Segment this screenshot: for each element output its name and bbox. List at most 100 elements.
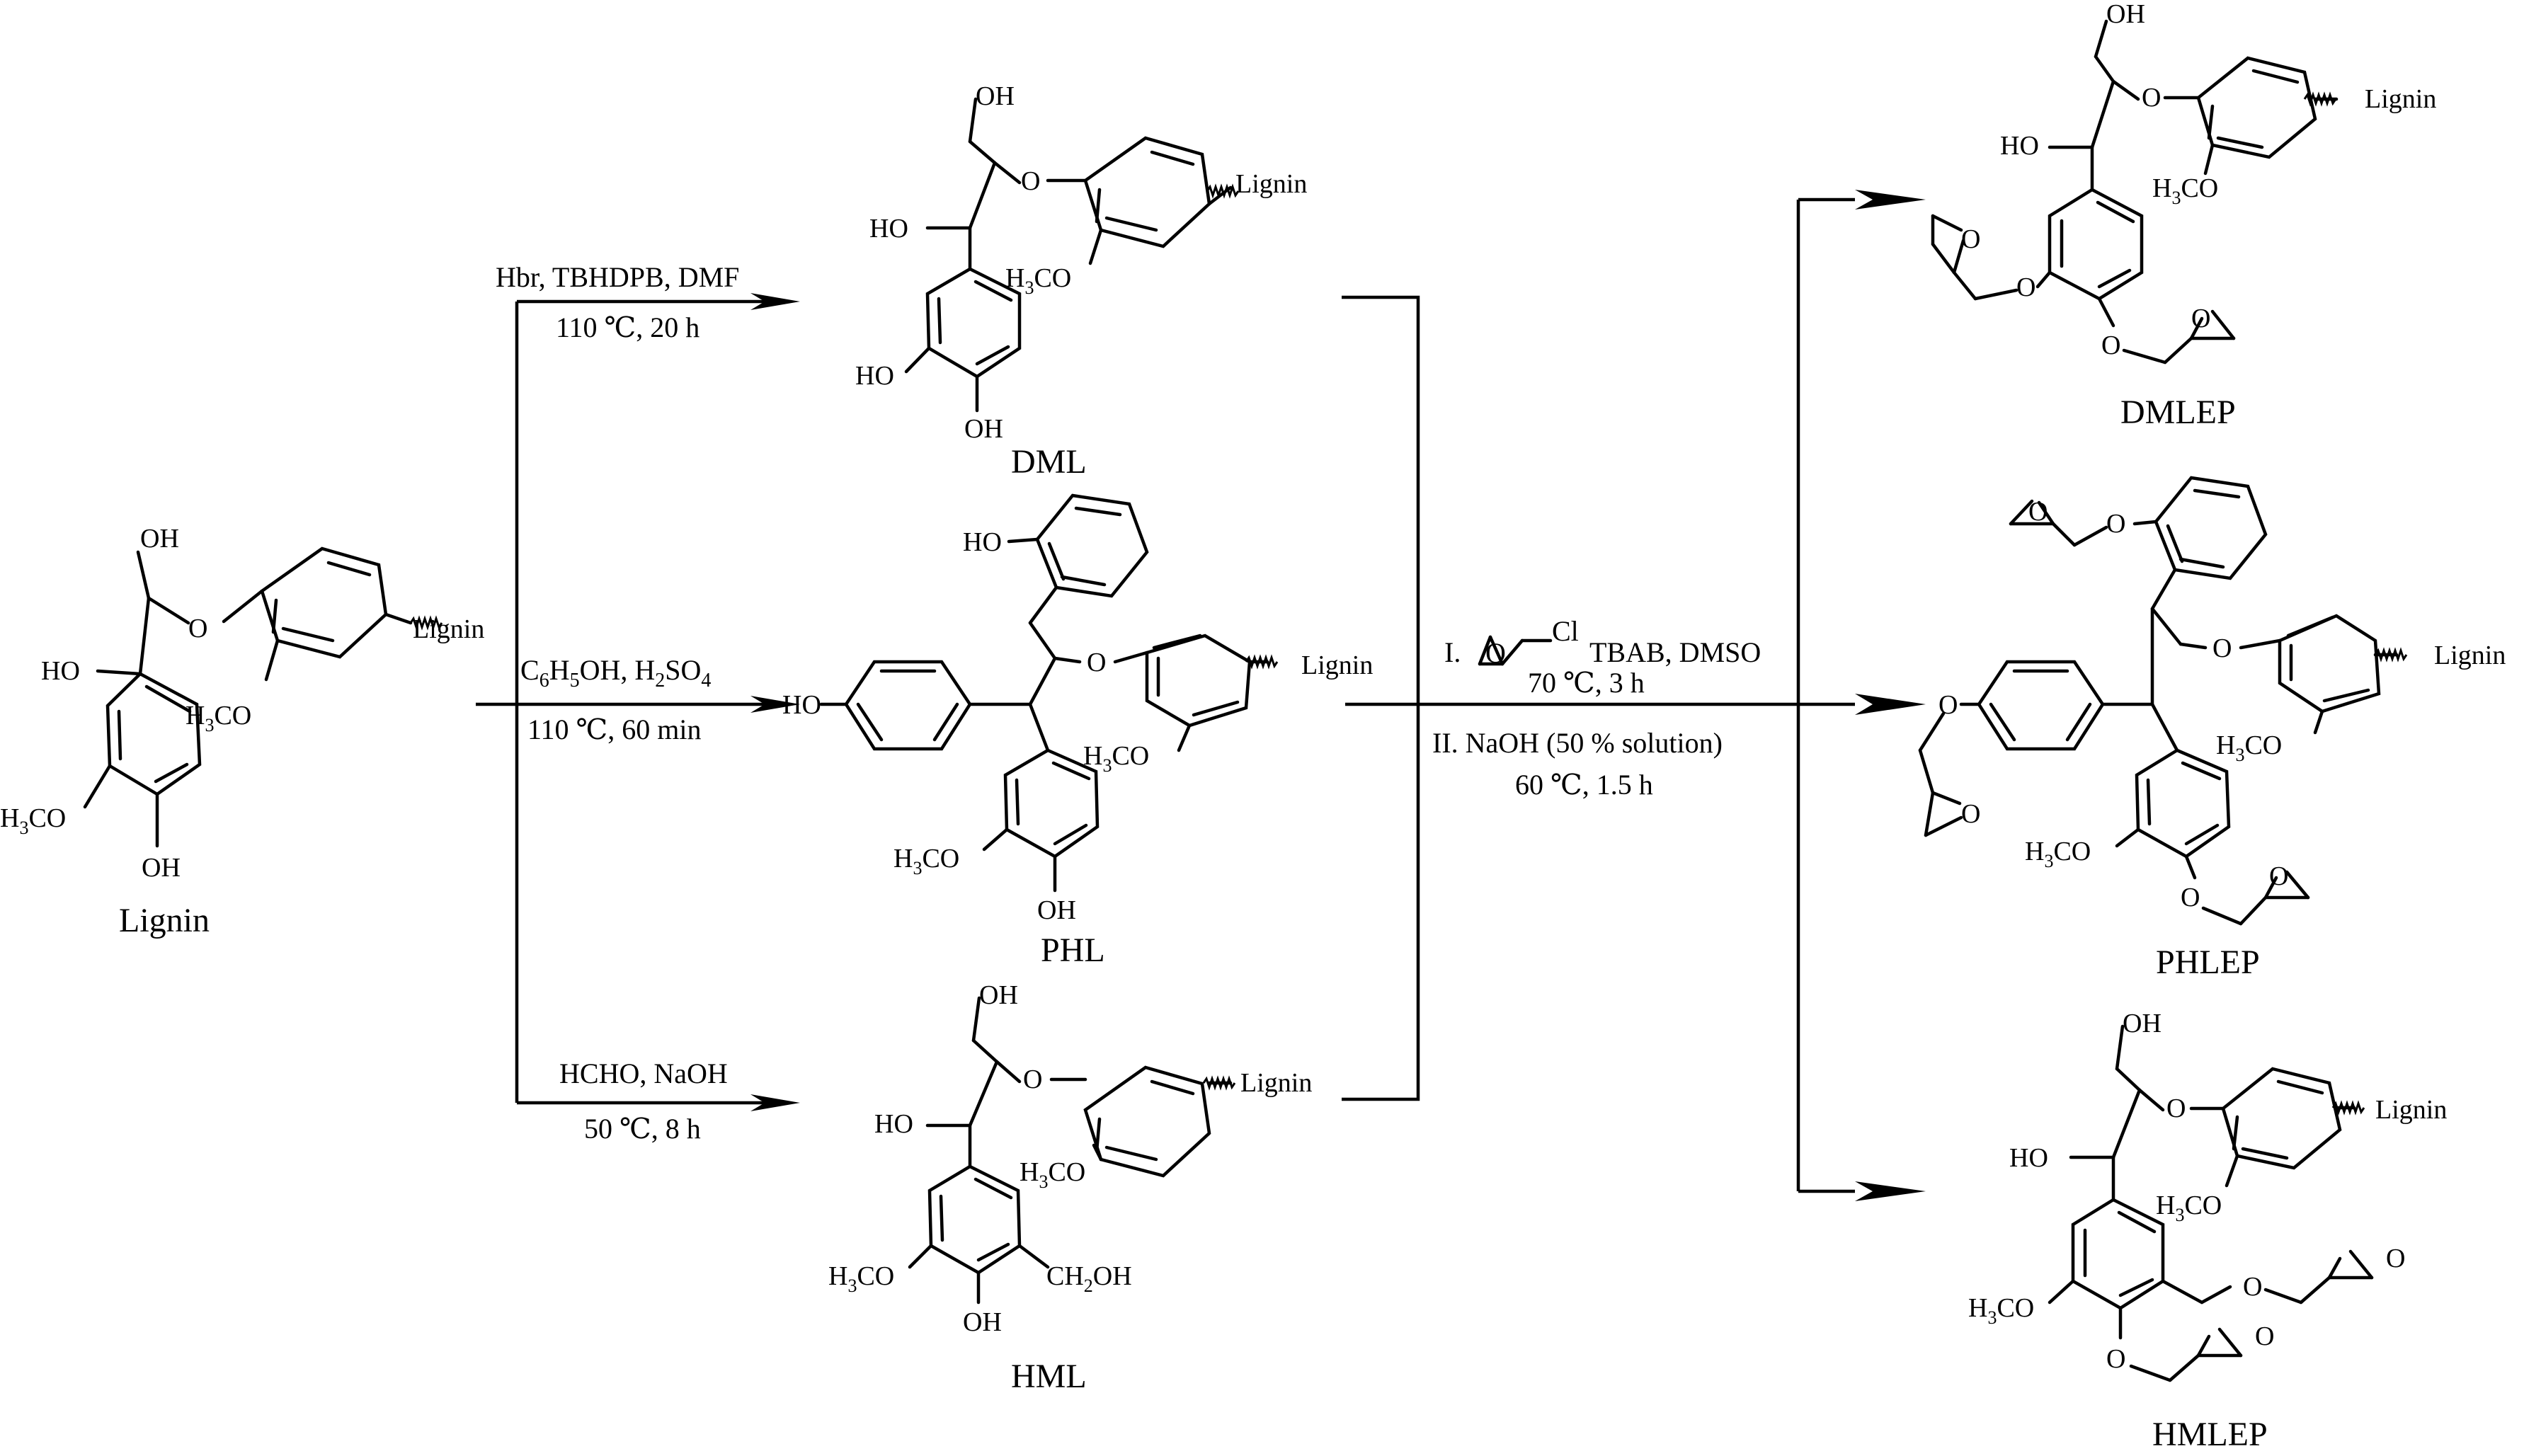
step2-reagents: II. NaOH (50 % solution) bbox=[1432, 727, 1723, 759]
o-label: O bbox=[1021, 166, 1040, 196]
route-conditions: 50 ℃, 8 h bbox=[584, 1113, 701, 1145]
h3co-label: H3CO bbox=[2156, 1191, 2222, 1225]
o-label: O bbox=[2106, 1344, 2125, 1374]
guaiacyl-ring bbox=[1145, 634, 1252, 728]
compound-name-lignin: Lignin bbox=[119, 902, 210, 939]
route-branches: Hbr, TBHDPB, DMF 110 ℃, 20 h C6H5OH, H2S… bbox=[476, 261, 800, 1145]
epichlorohydrin-icon: O bbox=[1478, 635, 1553, 669]
compound-name-dml: DML bbox=[1011, 443, 1087, 481]
epoxidation-step: I. O Cl TBAB, DMSO 70 ℃, 3 h II. NaOH (5… bbox=[1342, 190, 1926, 1201]
phenol-ring-left bbox=[844, 660, 972, 751]
step2-conditions: 60 ℃, 1.5 h bbox=[1515, 769, 1653, 801]
oh-label: OH bbox=[140, 524, 179, 554]
upper-aromatic-ring bbox=[260, 546, 388, 659]
dmlep-structure: Lignin O H3CO OH HO O O O bbox=[1931, 0, 2436, 431]
ho-label: HO bbox=[874, 1109, 913, 1139]
phl-structure: HO O Lignin H3CO HO bbox=[782, 493, 1373, 969]
h3co-label: H3CO bbox=[0, 803, 66, 838]
lower-aromatic-ring bbox=[927, 1164, 1022, 1275]
oh-label: OH bbox=[1037, 895, 1076, 925]
upper-aromatic-ring bbox=[1083, 136, 1211, 248]
lignin-label: Lignin bbox=[413, 614, 484, 644]
o-label: O bbox=[2166, 1094, 2186, 1123]
lignin-label: Lignin bbox=[1301, 650, 1373, 680]
lignin-label: Lignin bbox=[2365, 84, 2436, 114]
epoxide-icon: O bbox=[2189, 304, 2236, 340]
ho-label: HO bbox=[782, 690, 821, 720]
o-label: O bbox=[2106, 509, 2125, 539]
ho-label: HO bbox=[2000, 131, 2039, 161]
oh-label: O bbox=[188, 614, 207, 643]
upper-aromatic-ring bbox=[1083, 1065, 1211, 1178]
route-reagents: C6H5OH, H2SO4 bbox=[520, 654, 711, 692]
ch2oh-label: CH2OH bbox=[1046, 1261, 1132, 1296]
lower-aromatic-ring bbox=[2071, 1198, 2165, 1310]
phlep-structure: O O O Lignin H3CO bbox=[1918, 476, 2506, 981]
h3co-label: H3CO bbox=[828, 1261, 894, 1296]
lignin-structure: Lignin O H3CO OH HO H3CO OH Lignin bbox=[0, 524, 484, 939]
lignin-label: Lignin bbox=[2434, 641, 2506, 670]
h3co-label: H3CO bbox=[1005, 263, 1071, 298]
epoxide-o: O bbox=[2386, 1244, 2405, 1273]
upper-aromatic-ring bbox=[2221, 1067, 2342, 1170]
lignin-label: Lignin bbox=[2375, 1095, 2447, 1125]
oh-label: OH bbox=[964, 414, 1003, 444]
epoxide-icon: O bbox=[2263, 861, 2310, 900]
guaiacyl-ring bbox=[2278, 614, 2381, 713]
route-reagents: HCHO, NaOH bbox=[559, 1057, 728, 1089]
o-label: O bbox=[1023, 1065, 1042, 1094]
compound-name-hml: HML bbox=[1011, 1358, 1087, 1395]
compound-name-phl: PHL bbox=[1041, 932, 1105, 969]
epoxide-icon: O bbox=[1931, 214, 1980, 275]
ho-label: HO bbox=[41, 656, 80, 686]
epoxide-o: O bbox=[1961, 799, 1980, 829]
phenol-ring-top bbox=[1035, 493, 1149, 598]
phenyl-ring-left bbox=[1977, 660, 2105, 751]
hml-structure: Lignin O H3CO OH HO H3CO CH2OH OH HML bbox=[828, 980, 1312, 1395]
ho-label: HO bbox=[963, 527, 1002, 557]
phenyl-ring-top bbox=[2154, 476, 2268, 580]
route-conditions: 110 ℃, 60 min bbox=[527, 713, 702, 745]
cl-label: Cl bbox=[1552, 615, 1579, 647]
h3co-label: H3CO bbox=[2216, 730, 2282, 765]
epoxide-o: O bbox=[2269, 861, 2288, 891]
epoxide-o: O bbox=[1485, 637, 1506, 669]
o-label: O bbox=[1087, 648, 1106, 677]
epoxide-o: O bbox=[2191, 304, 2210, 333]
catechol-ring bbox=[2048, 188, 2144, 301]
o-label: O bbox=[2142, 83, 2161, 113]
o-label: O bbox=[2243, 1272, 2262, 1302]
h3co-label: H3CO bbox=[2025, 837, 2091, 871]
oh-label: OH bbox=[2106, 0, 2145, 29]
o-label: O bbox=[2101, 331, 2120, 360]
h3co-label: H3CO bbox=[1968, 1293, 2034, 1328]
o-label: O bbox=[2016, 273, 2035, 302]
oh-label: OH bbox=[976, 81, 1015, 111]
catechol-ring bbox=[925, 267, 1022, 379]
epoxide-icon: O bbox=[2009, 497, 2055, 527]
epoxide-o: O bbox=[2255, 1322, 2274, 1351]
h3co-label: H3CO bbox=[2152, 173, 2218, 208]
compound-name-dmlep: DMLEP bbox=[2120, 394, 2236, 431]
lignin-label: Lignin bbox=[1235, 169, 1307, 199]
route-reagents: Hbr, TBHDPB, DMF bbox=[496, 261, 739, 293]
ho-label: HO bbox=[855, 361, 894, 391]
o-label: O bbox=[2181, 883, 2200, 912]
lignin-label: Lignin bbox=[1240, 1068, 1312, 1098]
epoxide-icon: O bbox=[2327, 1244, 2405, 1280]
guaiacyl-ring-lower bbox=[1003, 748, 1100, 859]
oh-label: OH bbox=[979, 980, 1018, 1010]
step1-reagents: TBAB, DMSO bbox=[1589, 636, 1761, 668]
hmlep-structure: Lignin O H3CO OH HO H3CO O O bbox=[1968, 1009, 2447, 1453]
lower-aromatic-ring bbox=[105, 672, 202, 796]
upper-aromatic-ring bbox=[2196, 56, 2317, 159]
compound-name-phlep: PHLEP bbox=[2156, 944, 2260, 981]
ho-label: HO bbox=[869, 214, 908, 243]
h3co-label: H3CO bbox=[893, 844, 959, 878]
o-label: O bbox=[2212, 634, 2232, 663]
epoxide-o: O bbox=[2028, 497, 2048, 527]
ho-label: HO bbox=[2009, 1143, 2048, 1173]
guaiacyl-ring-lower bbox=[2135, 748, 2231, 859]
dml-structure: Lignin O H3CO OH HO HO OH DML bbox=[855, 81, 1307, 481]
